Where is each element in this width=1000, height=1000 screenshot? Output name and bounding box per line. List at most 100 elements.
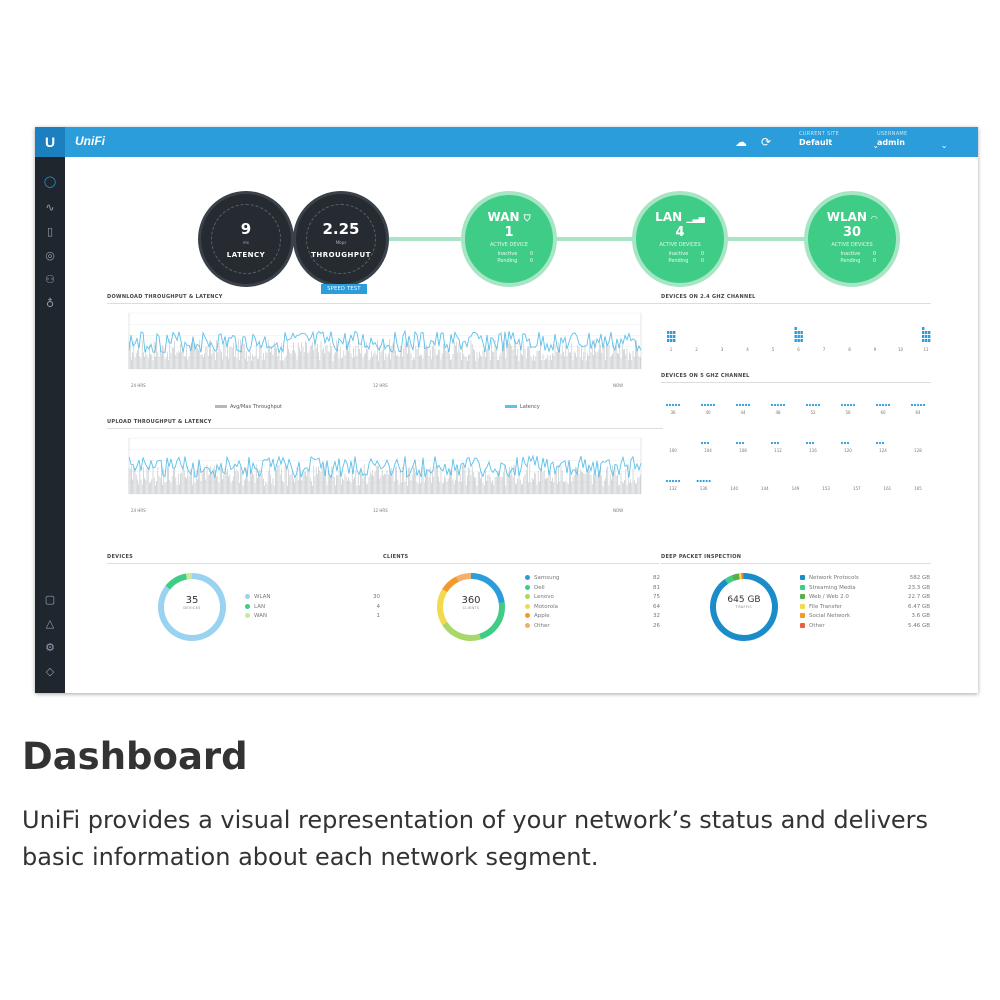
latency-value: 9 <box>240 220 252 238</box>
upload-x-mid: 12 HRS <box>373 508 388 513</box>
devices-total: 35 <box>185 595 199 606</box>
statistics-icon[interactable]: ∿ <box>45 201 55 214</box>
device-marker <box>706 403 710 407</box>
devices-caption: DEVICES <box>183 606 201 610</box>
page-description: UniFi provides a visual representation o… <box>22 806 929 871</box>
wan-active-label: ACTIVE DEVICE <box>489 242 529 248</box>
insights-icon[interactable]: ♁ <box>45 297 55 310</box>
channel-label: 144 <box>761 486 769 491</box>
channel-label: 104 <box>704 448 712 453</box>
device-marker <box>671 403 675 407</box>
legend-dot <box>525 603 530 609</box>
devices-icon[interactable]: ◎ <box>45 249 55 262</box>
channel-label: 10 <box>898 347 904 352</box>
device-marker <box>922 339 925 342</box>
dpi-caption: TRAFFIC <box>735 605 753 609</box>
device-marker <box>782 403 786 407</box>
clients-title: CLIENTS <box>383 554 409 560</box>
dpi-title: DEEP PACKET INSPECTION <box>661 554 742 560</box>
wlan-title: WLAN ◠ <box>826 210 878 224</box>
throughput-value: 2.25 <box>322 220 360 238</box>
device-marker <box>852 403 856 407</box>
current-site-select[interactable]: CURRENT SITE Default ⌄ <box>799 131 879 150</box>
chat-icon[interactable]: ▢ <box>44 593 56 606</box>
device-marker <box>875 441 879 445</box>
channel-label: 1 <box>670 347 673 352</box>
legend-dot <box>800 623 805 628</box>
device-marker <box>922 335 925 338</box>
device-marker <box>843 403 847 407</box>
settings-icon[interactable]: ⚙ <box>45 641 55 654</box>
device-marker <box>773 441 777 445</box>
channel-label: 8 <box>848 347 851 352</box>
clients-icon[interactable]: ⚇ <box>45 273 55 286</box>
latency-series <box>128 454 642 479</box>
device-marker <box>811 403 815 407</box>
device-marker <box>741 403 745 407</box>
lan-title: LAN ▁▃▅ <box>655 210 705 224</box>
devices-ring <box>158 573 226 641</box>
device-marker <box>808 403 812 407</box>
support-icon[interactable]: ◇ <box>45 665 55 678</box>
device-marker <box>702 479 705 483</box>
ring-segment <box>710 573 778 641</box>
device-marker <box>916 403 920 407</box>
bell-icon[interactable]: △ <box>45 617 55 630</box>
channel-label: 112 <box>774 448 782 453</box>
device-marker <box>668 479 672 483</box>
channel-label: 40 <box>705 410 711 415</box>
device-marker <box>665 479 669 483</box>
current-site-caption: CURRENT SITE <box>799 131 840 137</box>
username-value: admin <box>877 138 905 147</box>
legend-label: Motorola <box>534 603 559 610</box>
dashboard-icon[interactable]: ◯ <box>43 175 57 188</box>
device-marker <box>817 403 821 407</box>
download-x-end: NOW <box>613 383 624 388</box>
divider <box>383 563 659 564</box>
channel-label: 6 <box>797 347 800 352</box>
channel-label: 149 <box>792 486 800 491</box>
refresh-icon[interactable]: ⟳ <box>761 135 772 149</box>
channel-label: 161 <box>884 486 892 491</box>
legend-label: Streaming Media <box>809 584 856 591</box>
device-marker <box>881 403 885 407</box>
app-window: U UniFi ☁ ⟳ CURRENT SITE Default ⌄ USERN… <box>35 127 978 693</box>
cloud-icon[interactable]: ☁ <box>735 135 747 149</box>
device-marker <box>708 479 711 483</box>
device-marker <box>928 331 931 334</box>
legend-dot <box>525 584 530 590</box>
username-caption: USERNAME <box>877 131 908 137</box>
device-marker <box>667 339 670 342</box>
device-marker <box>811 441 815 445</box>
device-marker <box>776 441 780 445</box>
map-icon[interactable]: ▯ <box>46 225 54 238</box>
devices-title: DEVICES <box>107 554 134 560</box>
channel-label: 120 <box>844 448 852 453</box>
device-marker <box>665 403 669 407</box>
device-marker <box>843 441 847 445</box>
devices-donut: 35 DEVICES <box>157 572 227 642</box>
device-marker <box>677 403 681 407</box>
username-select[interactable]: USERNAME admin ⌄ <box>877 131 948 150</box>
device-marker <box>735 403 739 407</box>
device-marker <box>747 403 751 407</box>
throughput-unit: Mbps <box>335 240 347 245</box>
legend-dot <box>245 594 250 599</box>
legend-value: 32 <box>653 613 660 620</box>
device-marker <box>703 403 707 407</box>
legend-label: Network Protocols <box>809 575 859 581</box>
device-marker <box>770 441 774 445</box>
device-marker <box>705 479 708 483</box>
speed-test-button[interactable]: SPEED TEST <box>321 284 367 294</box>
ubiquiti-logo[interactable]: U <box>35 127 65 157</box>
legend-value: 30 <box>373 594 380 600</box>
